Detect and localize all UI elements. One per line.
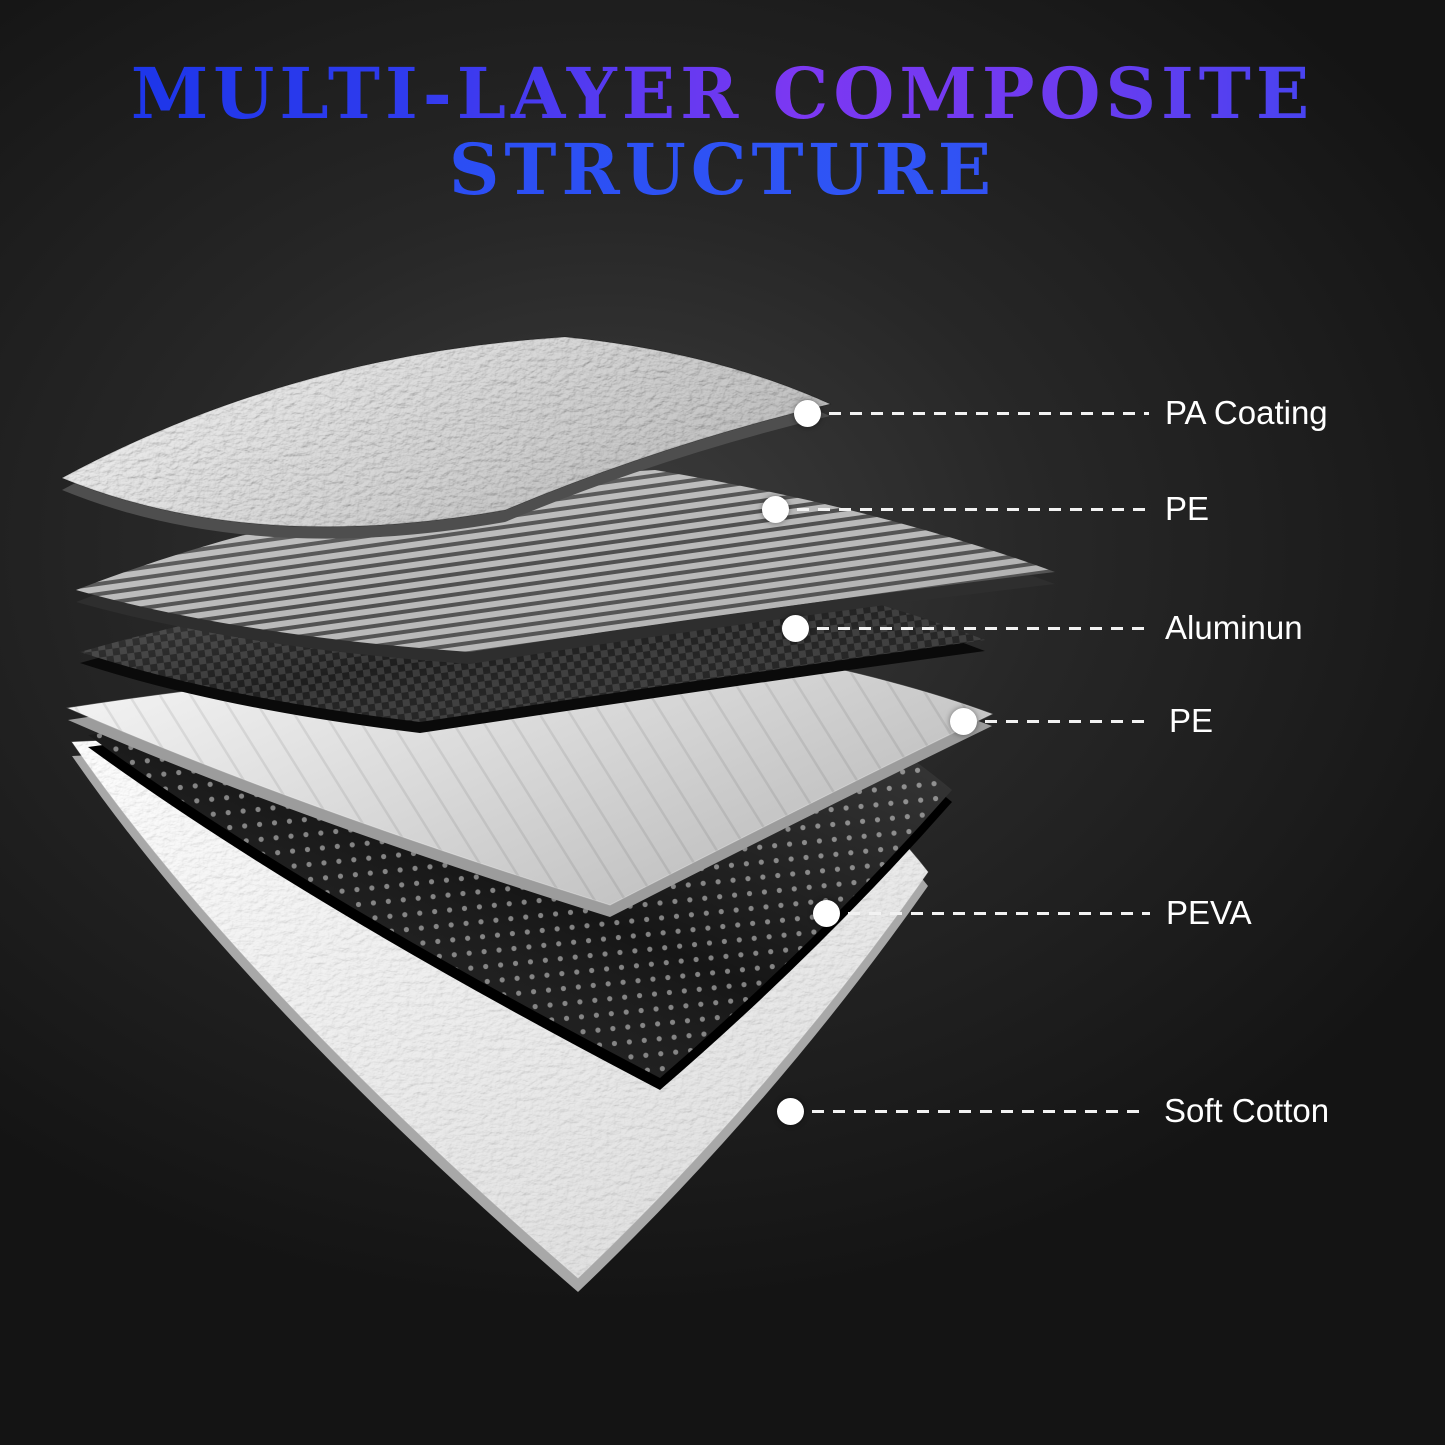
layer-label-aluminum: Aluminun	[1165, 609, 1303, 646]
callout-dashed-line	[829, 411, 1149, 415]
title-line-1: MULTI-LAYER COMPOSITE	[0, 56, 1445, 132]
title-line-2: STRUCTURE	[0, 131, 1445, 208]
callout-dot	[794, 399, 821, 427]
layer-label-pe-bottom: PE	[1169, 702, 1214, 739]
callout-dashed-line	[817, 626, 1149, 630]
callout-dashed-line	[848, 911, 1150, 915]
callout-dashed-line	[985, 719, 1153, 723]
callout-dashed-line	[812, 1109, 1148, 1113]
layer-label-pe-top: PE	[1165, 490, 1210, 527]
callout-pe-top: PE	[762, 490, 1209, 528]
callout-aluminum: Aluminun	[782, 609, 1303, 647]
callout-pe-bottom: PE	[950, 702, 1213, 740]
layer-pa-coating	[60, 336, 832, 539]
layer-label-pa-coating: PA Coating	[1165, 394, 1328, 431]
callout-dot	[777, 1097, 804, 1125]
callout-dot	[782, 614, 809, 642]
layer-label-soft-cotton: Soft Cotton	[1164, 1092, 1330, 1129]
callout-soft-cotton: Soft Cotton	[777, 1092, 1329, 1130]
callout-dot	[762, 495, 789, 523]
callout-dot	[813, 899, 840, 927]
callout-dot	[950, 707, 977, 735]
page-title: MULTI-LAYER COMPOSITE STRUCTURE	[0, 56, 1445, 207]
callout-pa-coating: PA Coating	[794, 394, 1328, 432]
layer-pe-top	[76, 470, 1055, 664]
callout-dashed-line	[797, 507, 1149, 511]
callout-peva: PEVA	[813, 894, 1252, 932]
layer-label-peva: PEVA	[1166, 894, 1252, 931]
